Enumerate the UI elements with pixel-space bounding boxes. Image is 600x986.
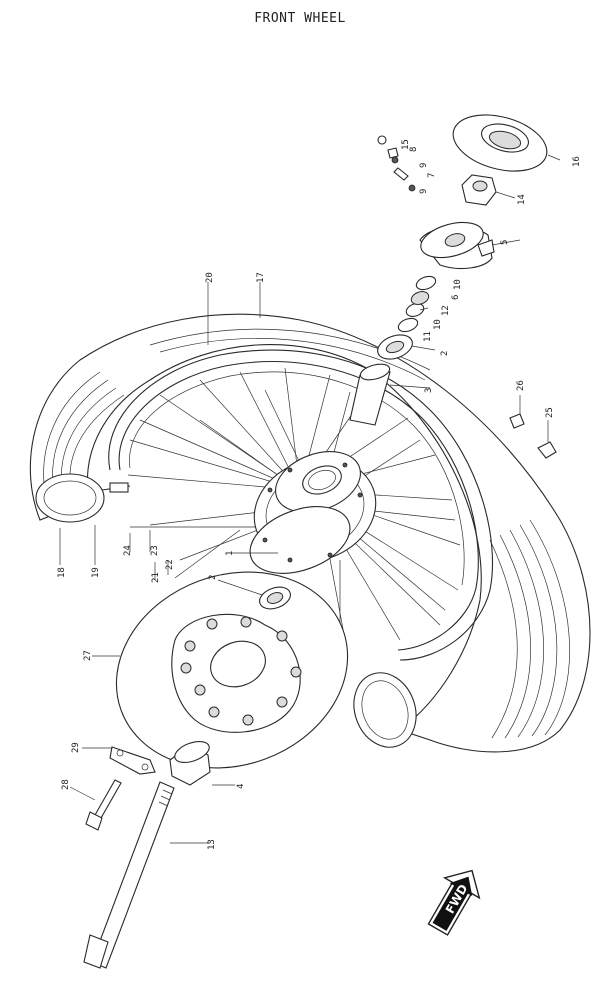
callout-22: 22 (165, 559, 175, 570)
rim[interactable] (108, 349, 493, 661)
tube-section-left[interactable] (35, 473, 105, 523)
callout-9-upper: 9 (419, 163, 429, 168)
bearing-lower[interactable] (257, 583, 294, 613)
pin-assembly[interactable] (377, 135, 416, 192)
callouts: 1 2 2 3 4 5 6 7 8 9 9 10 10 11 12 13 14 … (57, 139, 582, 850)
fwd-arrow: FWD (427, 869, 481, 936)
callout-2-lower: 2 (208, 575, 218, 580)
callout-25: 25 (545, 407, 555, 418)
callout-17: 17 (256, 272, 266, 283)
callout-20: 20 (205, 272, 215, 283)
callout-28: 28 (61, 779, 71, 790)
callout-19: 19 (91, 567, 101, 578)
callout-27: 27 (83, 650, 93, 661)
callout-1: 1 (225, 551, 235, 556)
axle[interactable] (83, 781, 175, 969)
callout-11: 11 (423, 331, 433, 342)
disc-bolt[interactable] (85, 779, 122, 831)
dust-seal[interactable] (447, 105, 553, 180)
callout-13: 13 (207, 839, 217, 850)
callout-2-upper: 2 (440, 351, 450, 356)
callout-21: 21 (151, 572, 161, 583)
callout-14: 14 (517, 194, 527, 205)
balancer[interactable] (509, 413, 557, 459)
collar[interactable] (169, 737, 212, 786)
bearing-upper[interactable] (374, 331, 415, 364)
callout-29: 29 (71, 742, 81, 753)
gear-box[interactable] (417, 216, 495, 270)
lock-washer[interactable] (109, 746, 156, 775)
hub[interactable] (240, 441, 391, 586)
brake-disc[interactable] (89, 540, 376, 799)
callout-6: 6 (451, 295, 461, 300)
nut[interactable] (461, 174, 497, 206)
valve-stem[interactable] (101, 482, 131, 493)
callout-3: 3 (424, 388, 434, 393)
spacer[interactable] (349, 361, 391, 426)
callout-7: 7 (427, 173, 437, 178)
callout-18: 18 (57, 567, 67, 578)
washer-stack[interactable] (397, 274, 438, 334)
callout-26: 26 (516, 380, 526, 391)
callout-12: 12 (441, 305, 451, 316)
leader-lines (59, 154, 561, 844)
callout-8: 8 (409, 147, 419, 152)
diagram-title: FRONT WHEEL (254, 11, 346, 26)
callout-23: 23 (150, 545, 160, 556)
callout-24: 24 (123, 545, 133, 556)
callout-10-a: 10 (453, 279, 463, 290)
callout-9-lower: 9 (419, 189, 429, 194)
callout-5: 5 (500, 240, 510, 245)
callout-16: 16 (572, 156, 582, 167)
tube-section-right[interactable] (344, 664, 426, 756)
callout-15: 15 (401, 139, 411, 150)
callout-4: 4 (236, 784, 246, 789)
callout-10-b: 10 (433, 319, 443, 330)
